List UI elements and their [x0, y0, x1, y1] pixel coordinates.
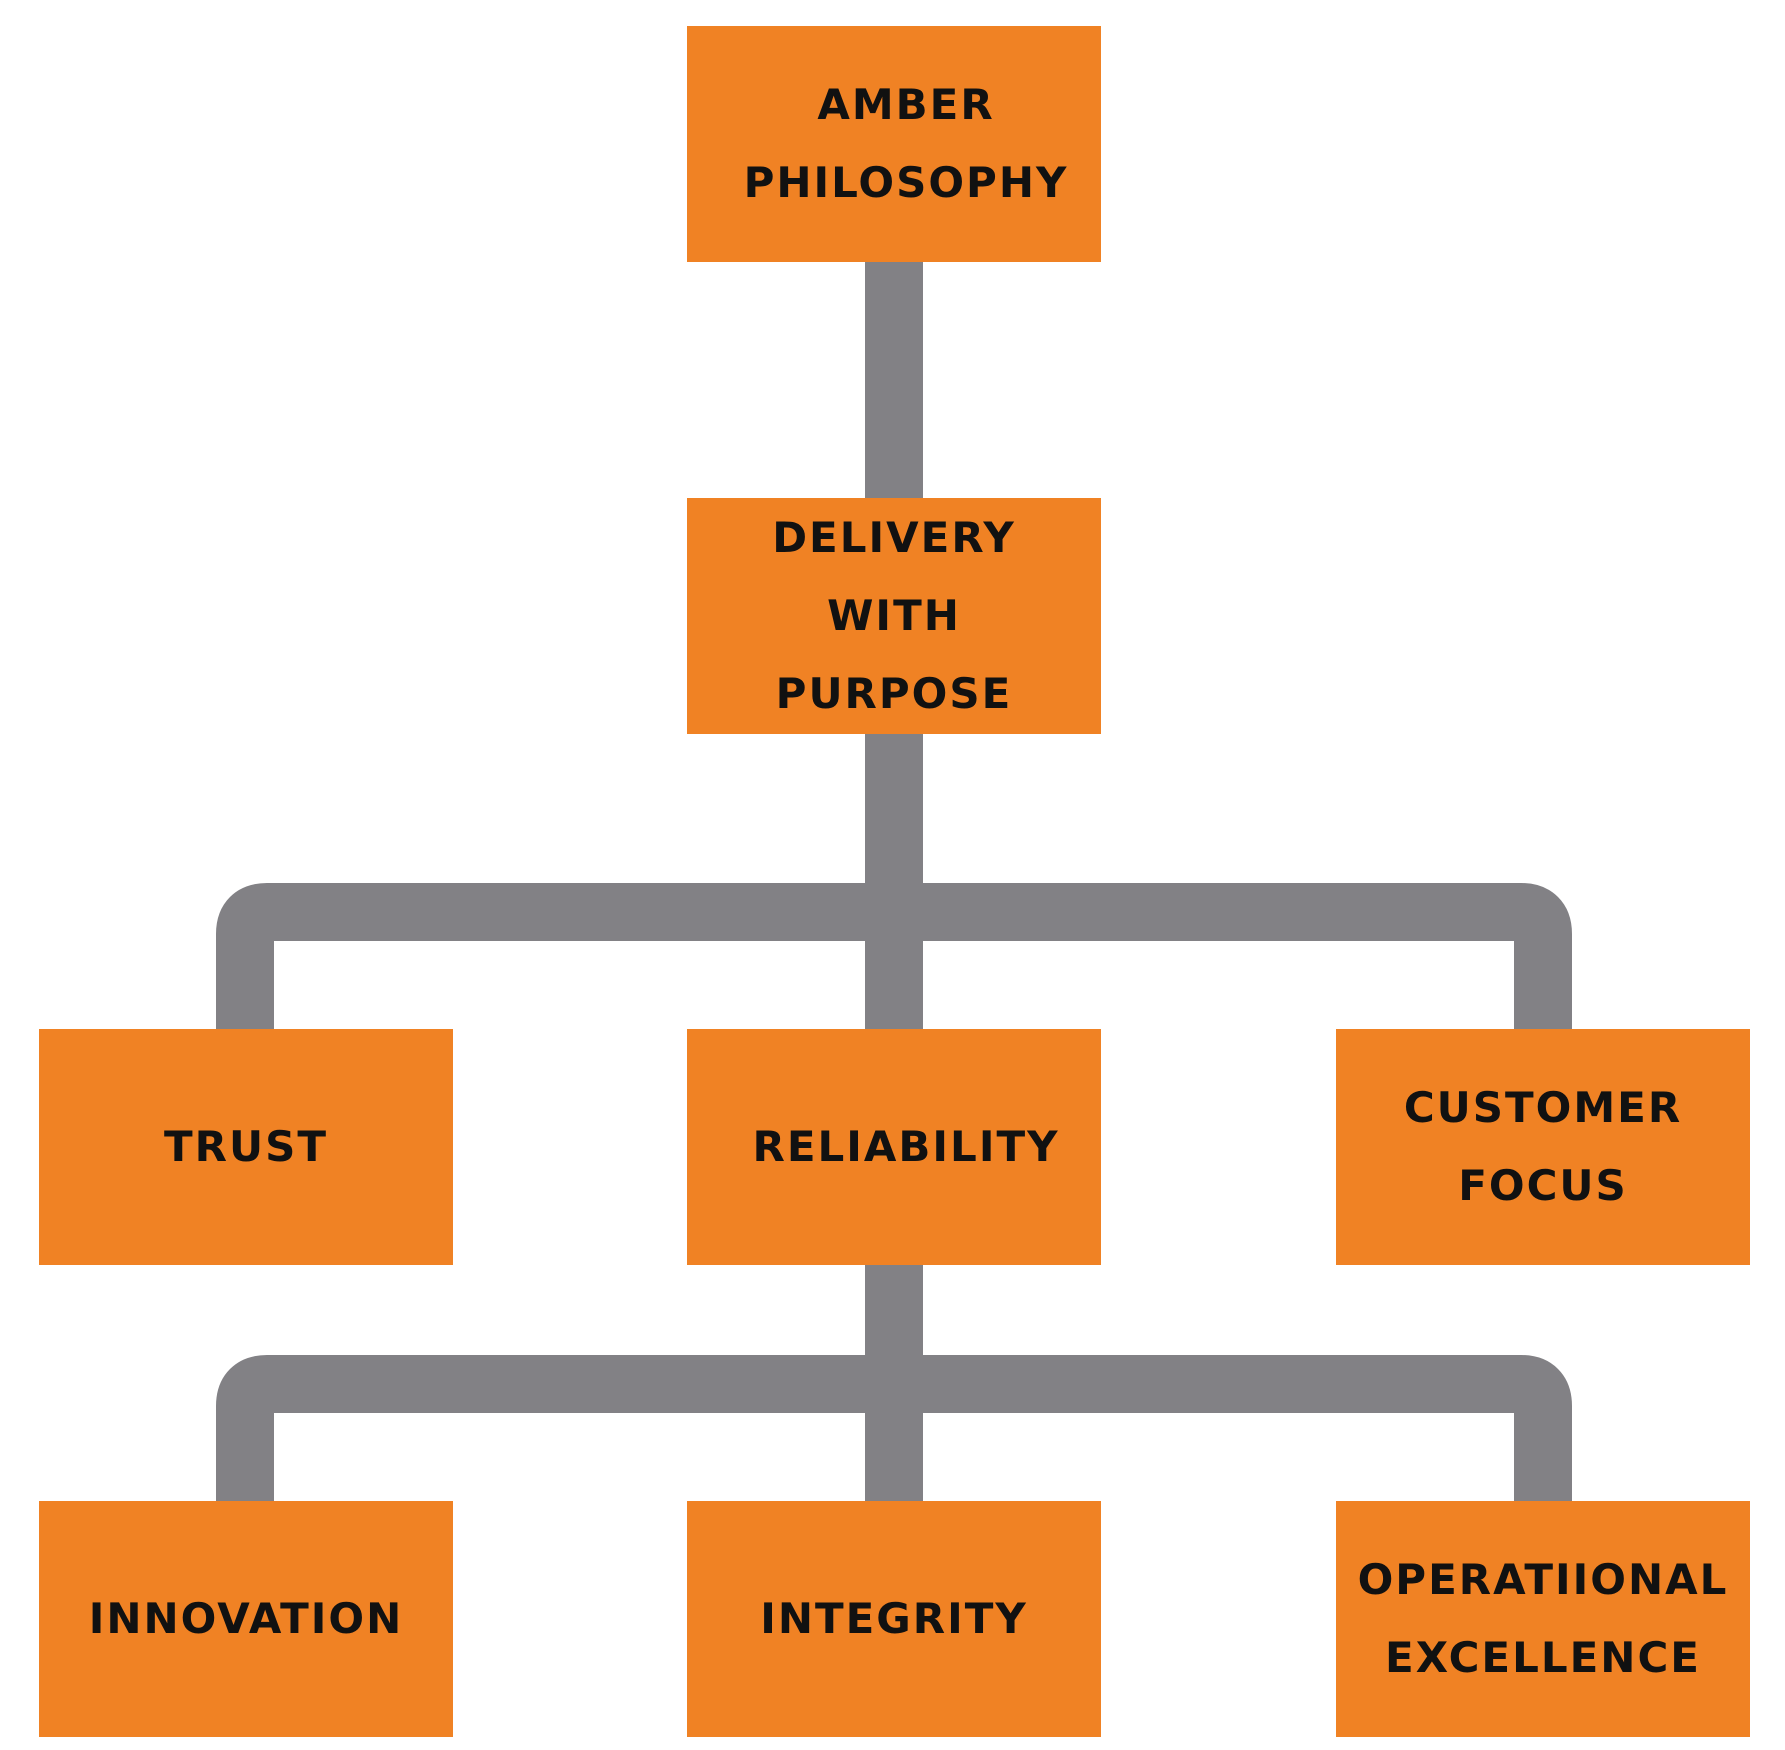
node-trust-label: TRUST: [164, 1108, 328, 1186]
connector-level3-bus: [216, 1355, 1572, 1501]
node-integrity-label: INTEGRITY: [760, 1580, 1028, 1658]
node-customer-focus-label: CUSTOMER FOCUS: [1404, 1069, 1682, 1225]
node-line: RELIABILITY: [752, 1122, 1060, 1171]
node-amber-philosophy: AMBER PHILOSOPHY: [687, 26, 1101, 262]
node-line: DELIVERY: [772, 513, 1016, 562]
connector-level2-bus: [216, 883, 1572, 1029]
node-reliability-label: RELIABILITY: [728, 1108, 1059, 1186]
node-line: INNOVATION: [88, 1594, 404, 1643]
node-line: INTEGRITY: [760, 1594, 1028, 1643]
node-customer-focus: CUSTOMER FOCUS: [1336, 1029, 1750, 1265]
node-integrity: INTEGRITY: [687, 1501, 1101, 1737]
node-line: PURPOSE: [775, 669, 1013, 718]
node-innovation: INNOVATION: [39, 1501, 453, 1737]
node-delivery-with-purpose: DELIVERY WITH PURPOSE: [687, 498, 1101, 734]
node-line: TRUST: [164, 1122, 328, 1171]
node-trust: TRUST: [39, 1029, 453, 1265]
node-innovation-label: INNOVATION: [89, 1580, 404, 1658]
node-operational-excellence: OPERATIIONAL EXCELLENCE: [1336, 1501, 1750, 1737]
node-line: FOCUS: [1458, 1161, 1628, 1210]
node-line: PHILOSOPHY: [743, 158, 1069, 207]
node-line: WITH: [827, 591, 961, 640]
node-line: EXCELLENCE: [1385, 1633, 1701, 1682]
node-line: AMBER: [817, 80, 995, 129]
node-line: OPERATIIONAL: [1357, 1555, 1729, 1604]
node-amber-philosophy-label: AMBER PHILOSOPHY: [720, 66, 1069, 222]
node-operational-excellence-label: OPERATIIONAL EXCELLENCE: [1358, 1541, 1729, 1697]
node-reliability: RELIABILITY: [687, 1029, 1101, 1265]
node-line: CUSTOMER: [1403, 1083, 1683, 1132]
node-delivery-with-purpose-label: DELIVERY WITH PURPOSE: [772, 499, 1016, 733]
